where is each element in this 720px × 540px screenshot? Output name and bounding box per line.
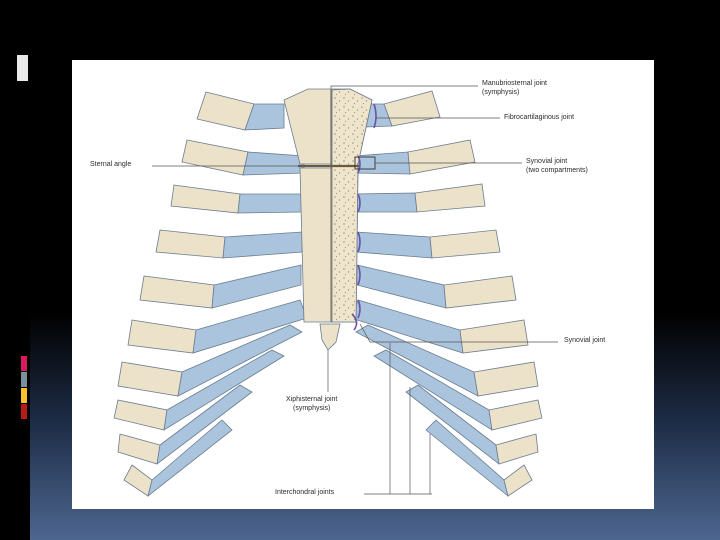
- rib-cage-figure: Manubriosternal joint (symphysis) Fibroc…: [72, 60, 654, 509]
- right-rib-8-bone: [489, 400, 542, 430]
- left-rib-7-bone: [118, 362, 182, 396]
- right-rib-10-bone: [504, 465, 532, 496]
- accent-pink: [21, 356, 27, 371]
- slide-accent-stripe: [21, 356, 27, 420]
- slide-marker: [17, 55, 28, 81]
- xiphoid-process: [320, 324, 340, 350]
- label-fibrocartilaginous-joint: Fibrocartilaginous joint: [504, 114, 574, 123]
- label-xiphisternal-joint: Xiphisternal joint (symphysis): [286, 396, 337, 413]
- left-rib-4-bone: [156, 230, 225, 258]
- right-rib-5-cartilage: [357, 265, 446, 308]
- label-xiphisternal-line1: Xiphisternal joint: [286, 396, 337, 405]
- left-rib-3-cartilage: [238, 194, 304, 213]
- label-synovial-two-line2: (two compartments): [526, 167, 588, 176]
- left-rib-1-bone: [197, 92, 254, 130]
- label-manubriosternal-line2: (symphysis): [482, 89, 547, 98]
- left-rib-3-bone: [171, 185, 240, 213]
- left-rib-9-bone: [118, 434, 160, 464]
- right-rib-1-bone: [384, 91, 440, 126]
- right-rib-6-bone: [460, 320, 528, 353]
- label-sternal-angle: Sternal angle: [90, 161, 131, 170]
- label-manubriosternal-line1: Manubriosternal joint: [482, 80, 547, 89]
- left-rib-10-bone: [124, 465, 152, 496]
- accent-red: [21, 404, 27, 419]
- right-rib-3-cartilage: [354, 193, 417, 212]
- left-rib-6-bone: [128, 320, 196, 353]
- accent-yellow: [21, 388, 27, 403]
- label-synovial-joint: Synovial joint: [564, 337, 605, 346]
- left-rib-5-cartilage: [212, 265, 301, 308]
- right-rib-9-bone: [496, 434, 538, 464]
- rib-cage-illustration: [72, 60, 654, 509]
- left-rib-2-cartilage: [243, 152, 304, 175]
- left-rib-8-bone: [114, 400, 167, 430]
- right-rib-4-bone: [430, 230, 500, 258]
- left-rib-4-cartilage: [223, 232, 302, 258]
- accent-gray: [21, 372, 27, 387]
- label-manubriosternal-joint: Manubriosternal joint (symphysis): [482, 80, 547, 97]
- right-rib-7-bone: [474, 362, 538, 396]
- label-interchondral-joints: Interchondral joints: [275, 489, 334, 498]
- label-xiphisternal-line2: (symphysis): [286, 405, 337, 414]
- right-rib-4-cartilage: [356, 232, 432, 258]
- label-synovial-joint-two-compartments: Synovial joint (two compartments): [526, 158, 588, 175]
- slide-left-bar: [0, 0, 30, 540]
- right-rib-3-bone: [415, 184, 485, 212]
- right-rib-5-bone: [444, 276, 516, 308]
- right-rib-2-bone: [408, 140, 475, 174]
- left-rib-2-bone: [182, 140, 248, 175]
- left-rib-5-bone: [140, 276, 214, 308]
- label-synovial-two-line1: Synovial joint: [526, 158, 588, 167]
